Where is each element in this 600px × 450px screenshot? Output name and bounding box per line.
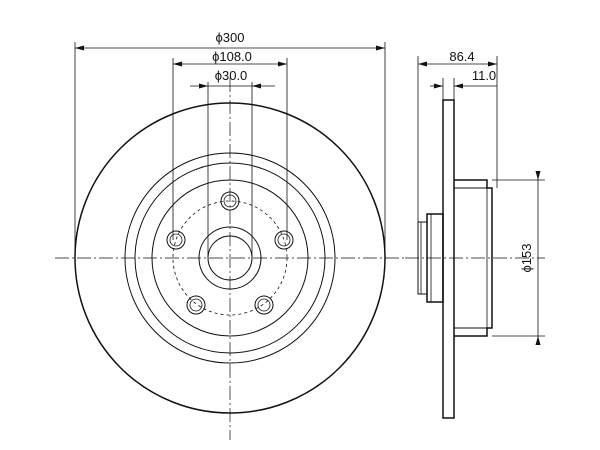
pitch-circle [172,200,288,316]
bolt-hole [166,230,186,250]
hub-height-label: ϕ153 [519,244,534,273]
side-hat-body [454,179,493,337]
hub-height-dimension: ϕ153 [492,171,545,345]
disc-thickness-dimension: 11.0 [430,68,497,100]
bolt-hole [274,230,294,250]
bolt-hole [254,295,274,315]
center-bore-outer [198,226,262,290]
side-hub-collar [417,213,444,303]
center-bore-dimension: ϕ30.0 [190,68,275,258]
pcd-dimension: ϕ108.0 [172,49,288,240]
overall-height-dimension: 86.4 [417,49,498,222]
front-view: ϕ300 ϕ108.0 ϕ30.0 [55,30,405,440]
hub-flange-edge [151,179,309,337]
outer-diameter-dimension: ϕ300 [74,30,386,258]
bolt-hole [220,191,240,211]
side-disc-plate [442,99,455,419]
bolt-holes [166,191,294,315]
side-view: 86.4 11.0 ϕ153 [405,49,545,419]
friction-ring-inner-edge [124,152,336,364]
center-bore-label: ϕ30.0 [215,68,248,83]
overall-height-label: 86.4 [449,49,474,64]
outer-diameter-label: ϕ300 [216,30,245,45]
pcd-diameter-label: ϕ108.0 [212,49,252,64]
hat-outer-edge [134,162,326,354]
disc-thickness-label: 11.0 [472,68,496,83]
bolt-hole [186,295,206,315]
